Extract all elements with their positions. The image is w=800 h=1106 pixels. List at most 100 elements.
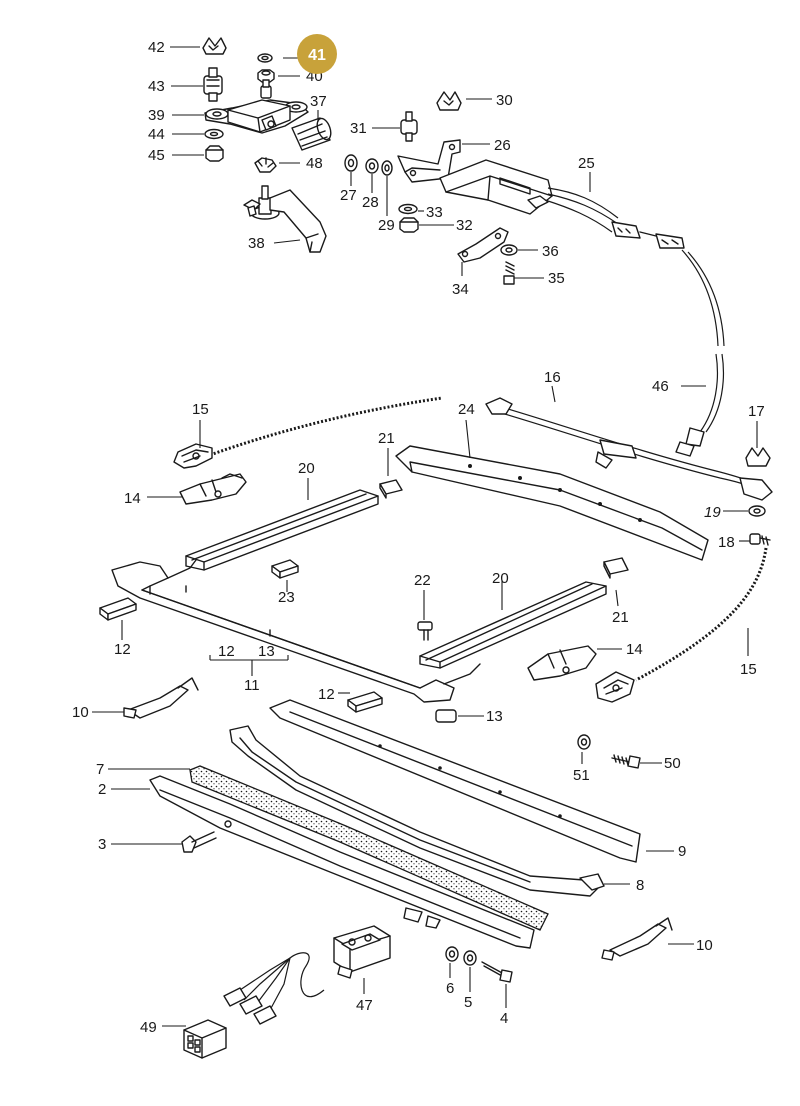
pad-12b [347,691,383,713]
callout-47: 47 [356,997,373,1014]
callout-39: 39 [148,107,165,124]
grommet-36 [500,244,518,256]
guide-block-14b [527,645,597,681]
callout-25: 25 [578,155,595,172]
callout-4: 4 [500,1010,508,1027]
wiring-harness [223,952,325,1025]
callout-6: 6 [446,980,454,997]
rubber-mount-31 [400,111,418,142]
cable-46 [675,249,725,457]
bracket-26 [397,139,461,183]
spacer-23 [271,559,299,579]
callout-13-group: 13 [258,643,275,660]
lever-10a [123,677,199,719]
guide-rail-20a [185,489,379,571]
washer-51 [577,734,591,750]
nut-40 [257,69,275,83]
rubber-mount-43 [203,67,223,102]
callout-42: 42 [148,39,165,56]
callout-37: 37 [310,93,327,110]
highlight-badge-label: 41 [308,47,326,64]
callout-10-right: 10 [696,937,713,954]
callout-17: 17 [748,403,765,420]
bolt-22 [417,621,433,641]
callout-50: 50 [664,755,681,772]
washer-6 [445,946,459,962]
callout-2: 2 [98,781,106,798]
callout-21-lower: 21 [612,609,629,626]
washer-41 [257,53,273,63]
bolt-3 [181,831,217,853]
callout-51: 51 [573,767,590,784]
callout-22: 22 [414,572,431,589]
washer-28 [365,158,379,174]
switch-47 [333,925,391,979]
clip-42 [202,37,227,55]
callout-14-upper: 14 [124,490,141,507]
motor-bracket-39 [204,79,309,134]
callout-26: 26 [494,137,511,154]
callout-29: 29 [378,217,395,234]
bolt-4 [481,961,513,983]
callout-21-upper: 21 [378,430,395,447]
frame-11 [111,559,481,703]
callout-15-upper: 15 [192,401,209,418]
callout-27: 27 [340,187,357,204]
callout-3: 3 [98,836,106,853]
callout-14-lower: 14 [626,641,643,658]
pad-21a [379,479,403,499]
callout-16: 16 [544,369,561,386]
nut-45 [205,145,224,162]
callout-38: 38 [248,235,265,252]
callout-19: 19 [704,504,721,521]
side-panel-2 [149,775,535,949]
cable-15a [173,396,443,469]
washer-33 [398,203,418,215]
callout-35: 35 [548,270,565,287]
callout-28: 28 [362,194,379,211]
callout-32: 32 [456,217,473,234]
callout-20-lower: 20 [492,570,509,587]
callout-8: 8 [636,877,644,894]
rubber-sleeve-37 [291,117,332,151]
callout-33: 33 [426,204,443,221]
nut-32 [399,217,419,233]
callout-15-lower: 15 [740,661,757,678]
callout-7: 7 [96,761,104,778]
callout-30: 30 [496,92,513,109]
bracket-34 [457,227,509,263]
callout-24: 24 [458,401,475,418]
gear-48 [254,157,277,173]
nut-19 [748,505,766,517]
screw-35 [503,261,515,285]
cable-15b [595,547,768,703]
callout-43: 43 [148,78,165,95]
callout-5: 5 [464,994,472,1011]
pad-12a [99,597,137,621]
washer-44 [204,128,224,140]
callout-36: 36 [542,243,559,260]
callout-49: 49 [140,1019,157,1036]
highlight-badge-41[interactable]: 41 [297,34,337,74]
connector-49 [183,1019,227,1059]
screw-18 [749,533,771,546]
highlight-badge-circle [297,34,337,74]
pad-13 [435,709,457,723]
pad-21b [603,557,629,579]
seal-8 [229,725,605,897]
cable-16 [485,397,773,501]
callout-10-left: 10 [72,704,89,721]
callout-31: 31 [350,120,367,137]
callout-48: 48 [306,155,323,172]
guide-block-14a [179,473,247,505]
leader-lines [92,46,758,1027]
callout-20-upper: 20 [298,460,315,477]
lever-10b [601,917,673,961]
bushing-27 [344,154,358,172]
callout-labels: 42 43 39 44 45 40 37 48 38 31 27 28 29 3… [72,39,765,1036]
callout-13-mid: 13 [486,708,503,725]
dotted-seal-7 [189,765,549,931]
guide-rail-20b [419,581,607,669]
